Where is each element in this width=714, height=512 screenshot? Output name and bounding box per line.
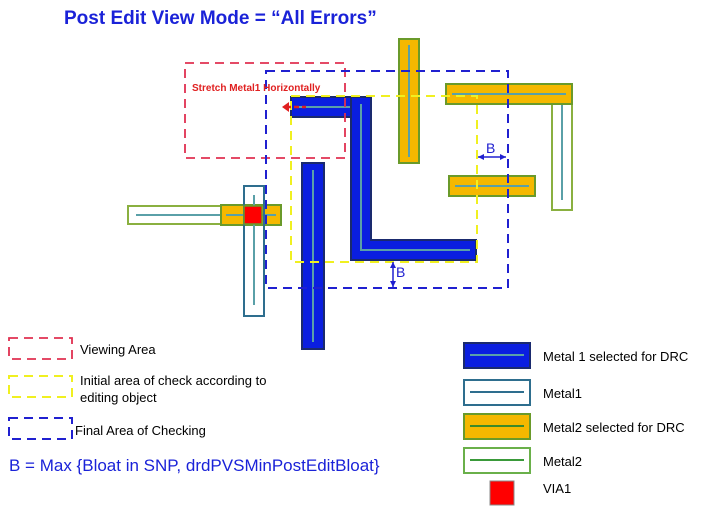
legend-metal1-label: Metal1 — [543, 386, 583, 401]
legend-via1-swatch — [489, 480, 515, 506]
legend-metal1-swatch — [463, 379, 531, 406]
bloat-dimension-horizontal — [478, 154, 506, 160]
legend-metal1-selected-swatch — [463, 342, 531, 369]
legend-initial-area-label-line1: Initial area of check according to — [80, 373, 267, 388]
legend-metal2-selected-label: Metal2 selected for DRC — [543, 420, 685, 435]
bloat-label-horizontal: B — [486, 140, 495, 156]
initial-check-area-box — [290, 95, 478, 263]
legend-final-area-swatch — [8, 417, 73, 440]
metal2-shape-right-vertical — [551, 92, 573, 211]
stretch-label: Stretch Metal1 Horizontally — [192, 83, 321, 94]
metal1-selected-left-vertical — [301, 162, 325, 350]
stretch-arrow — [282, 102, 306, 112]
metal2-shape-left — [127, 205, 229, 225]
bloat-dimension-vertical — [390, 262, 396, 287]
via1-shape — [243, 205, 263, 225]
legend-final-area-label: Final Area of Checking — [75, 423, 206, 438]
metal2-selected-mid-right — [448, 175, 536, 197]
legend-metal1-selected-label: Metal 1 selected for DRC — [543, 349, 689, 364]
final-check-area-box — [265, 70, 509, 289]
legend-metal2-swatch — [463, 447, 531, 474]
metal2-selected-vertical — [398, 38, 420, 164]
legend-via1-label: VIA1 — [543, 481, 572, 496]
legend-metal2-selected-swatch — [463, 413, 531, 440]
page-title: Post Edit View Mode = “All Errors” — [64, 8, 377, 29]
legend-initial-area-swatch — [8, 375, 73, 398]
legend-metal2-label: Metal2 — [543, 454, 583, 469]
bloat-label-vertical: B — [396, 264, 405, 280]
legend-initial-area-label-line2: editing object — [80, 390, 157, 405]
legend-viewing-area-label: Viewing Area — [80, 342, 156, 357]
legend-viewing-area-swatch — [8, 337, 73, 360]
bloat-formula: B = Max {Bloat in SNP, drdPVSMinPostEdit… — [9, 456, 380, 475]
